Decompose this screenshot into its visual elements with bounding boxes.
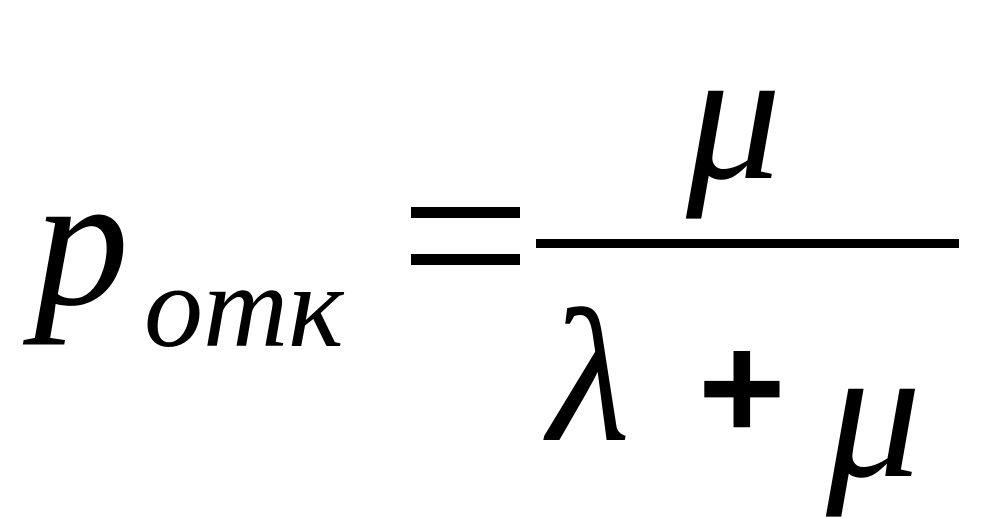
formula: p отк μ λ + μ [34, 10, 959, 508]
subscript: отк [144, 241, 344, 372]
equals-bottom-bar [411, 254, 520, 265]
equals-top-bar [411, 207, 520, 218]
denominator-lambda: λ [548, 272, 631, 482]
numerator: μ [686, 10, 782, 220]
equals-sign [411, 207, 520, 265]
denominator-mu: μ [826, 308, 922, 518]
fraction-bar [536, 239, 959, 248]
main-symbol: p [34, 136, 129, 346]
denominator-plus: + [698, 303, 786, 471]
